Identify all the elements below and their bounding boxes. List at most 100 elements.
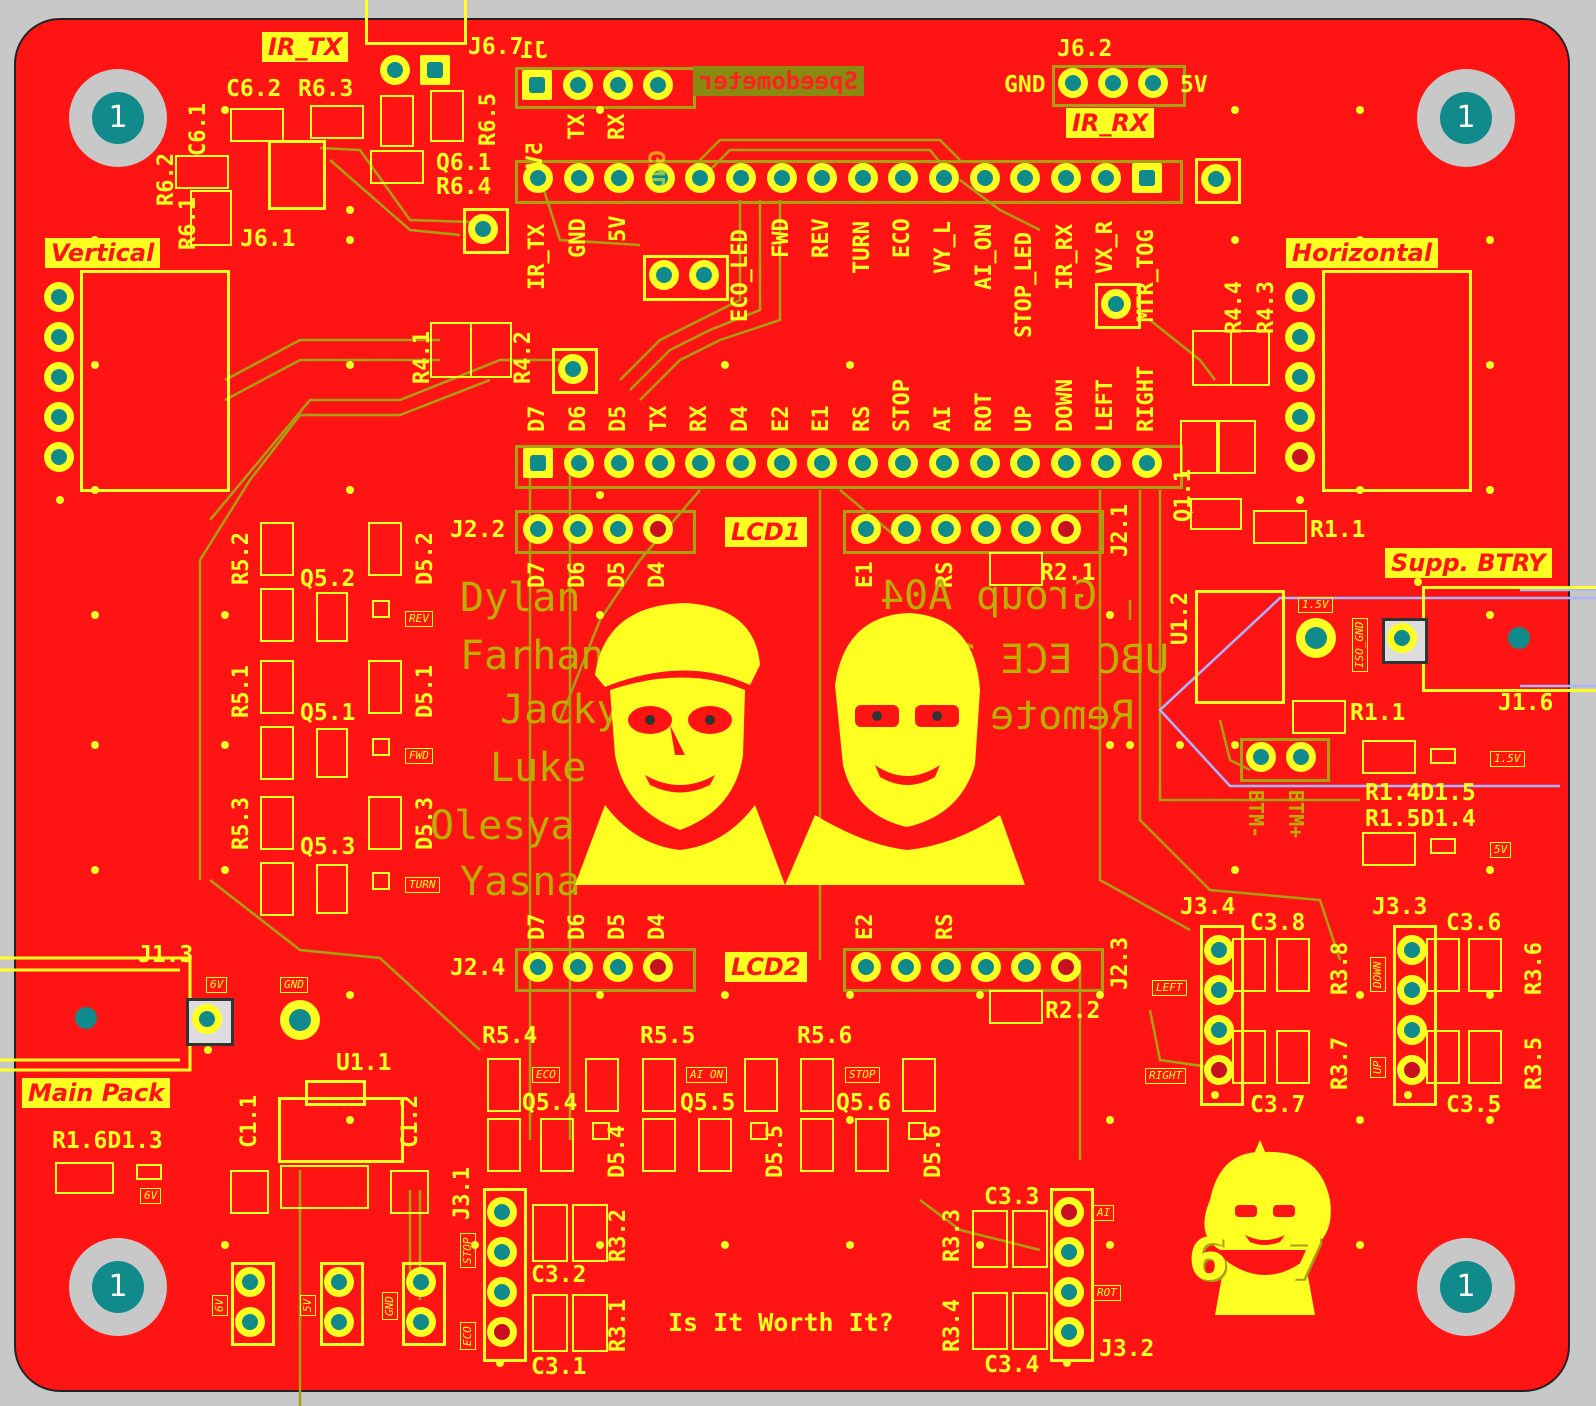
designator: J3.2: [1099, 1336, 1155, 1362]
u1-2-outline: [1195, 590, 1285, 704]
mounting-hole-label: 1: [1440, 92, 1492, 144]
horizontal-tag: Horizontal: [1286, 238, 1439, 268]
designator: D5.5: [763, 1125, 788, 1178]
designator: J2.2: [450, 517, 506, 543]
via-dot: [721, 361, 729, 369]
lcd-pin-label: D4: [645, 913, 670, 941]
eco-label: ECO: [532, 1067, 560, 1083]
via-pin: [558, 354, 588, 384]
smd-footprint: [260, 862, 294, 916]
lcd-pin-label: RS: [933, 913, 958, 941]
top-header-pin: [563, 163, 594, 193]
header-pin: [971, 514, 1001, 544]
top-header-pin: [1091, 163, 1122, 193]
mid-header-pin-label: D7: [525, 405, 550, 433]
portrait-right-artwork: [785, 613, 1025, 885]
speedometer-pin-label: 5V: [523, 142, 548, 169]
j6-2-pin: [1138, 68, 1168, 98]
designator: Q5.5: [680, 1090, 736, 1116]
smd-footprint: [1232, 1030, 1266, 1084]
smd-footprint: [1430, 838, 1456, 854]
header-pin: [563, 514, 593, 544]
smd-footprint: [230, 108, 284, 142]
iso-gnd-label: ISO_GND: [1352, 617, 1368, 672]
designator: U1.2: [1168, 592, 1193, 645]
smd-footprint: [750, 1122, 768, 1140]
jumper-pin: [689, 260, 719, 290]
top-header-pin: [807, 163, 838, 193]
via-dot: [1486, 236, 1494, 244]
top-header-pin: [969, 163, 1000, 193]
smd-footprint: [902, 1058, 936, 1112]
smd-footprint: [280, 1165, 369, 1209]
top-header-pin-label: REV: [809, 218, 835, 258]
mid-header-pin: [726, 448, 756, 478]
designator: R5.1: [229, 665, 254, 718]
designator: R3.2: [606, 1209, 631, 1262]
designator: D5.6: [921, 1125, 946, 1178]
j3-2-header: [1050, 1188, 1094, 1362]
lcd-pin-label: D4: [645, 561, 670, 589]
iso-gnd-pin: [1387, 623, 1417, 653]
top-header-pin: [523, 163, 553, 193]
designator: R6.1: [176, 197, 201, 250]
smd-footprint: [316, 592, 348, 642]
via-dot: [221, 611, 229, 619]
smd-footprint: [370, 150, 424, 184]
gnd-j13-label: GND: [280, 977, 308, 993]
designator: C3.1: [531, 1354, 587, 1380]
via-dot: [91, 866, 99, 874]
speedometer-pin: [643, 70, 673, 100]
6v-pin: [235, 1307, 265, 1337]
rev-label: REV: [405, 611, 433, 627]
btm-pin: [1286, 742, 1316, 772]
designator: J6.7: [468, 34, 524, 60]
horizontal-pin: [1285, 282, 1315, 312]
top-header-pin-label: STOP_LED: [1012, 232, 1038, 338]
designator: R3.8: [1328, 942, 1353, 995]
smd-footprint: [1468, 1030, 1502, 1084]
designator: C3.8: [1250, 910, 1306, 936]
via-dot: [1231, 106, 1239, 114]
main-pack-hole: [66, 998, 106, 1038]
mounting-hole: 1: [1417, 1238, 1515, 1336]
via-pin: [1201, 164, 1231, 194]
via-dot: [721, 1241, 729, 1249]
designator: Q5.4: [522, 1090, 578, 1116]
via-dot: [1486, 866, 1494, 874]
top-header-pin-label: VX_R: [1093, 221, 1119, 274]
smd-footprint: [532, 1204, 568, 1262]
designator: R3.1: [606, 1299, 631, 1352]
mid-header-pin-label: E1: [809, 405, 835, 433]
mid-header-pin: [1132, 448, 1162, 478]
horizontal-pin: [1285, 442, 1315, 472]
stop-label: STOP: [845, 1067, 880, 1083]
designator: Q5.2: [300, 566, 356, 592]
main-pack-tag: Main Pack: [22, 1078, 171, 1108]
ghost-name: Farhan: [460, 633, 605, 679]
mid-header-pin: [929, 448, 959, 478]
smd-footprint: [800, 1118, 834, 1172]
vertical-pin: [44, 402, 74, 432]
designator: R1.1: [1310, 517, 1366, 543]
mid-header-pin-label: D5: [606, 405, 632, 433]
ir-tx-tag: IR_TX: [262, 32, 349, 62]
smd-footprint: [1012, 1292, 1048, 1350]
via-dot: [1211, 1091, 1219, 1099]
smd-footprint: [372, 738, 390, 756]
6v-hdr-label: 6V: [212, 1294, 228, 1316]
mid-header-pin: [563, 448, 594, 478]
smd-footprint: [260, 522, 294, 576]
smd-footprint: [260, 796, 294, 850]
header-pin: [851, 514, 881, 544]
ai-on-label: AI ON: [686, 1067, 728, 1083]
designator: R4.4: [1222, 281, 1247, 334]
designator: R3.5: [1522, 1037, 1547, 1090]
via-dot: [204, 1046, 212, 1054]
designator: R5.3: [229, 797, 254, 850]
j3-3-pin: [1397, 1015, 1427, 1045]
smd-footprint: [175, 155, 229, 189]
designator: D5.2: [413, 532, 438, 585]
speedometer-pin-label: GND: [646, 150, 671, 190]
smd-footprint: [989, 552, 1043, 586]
